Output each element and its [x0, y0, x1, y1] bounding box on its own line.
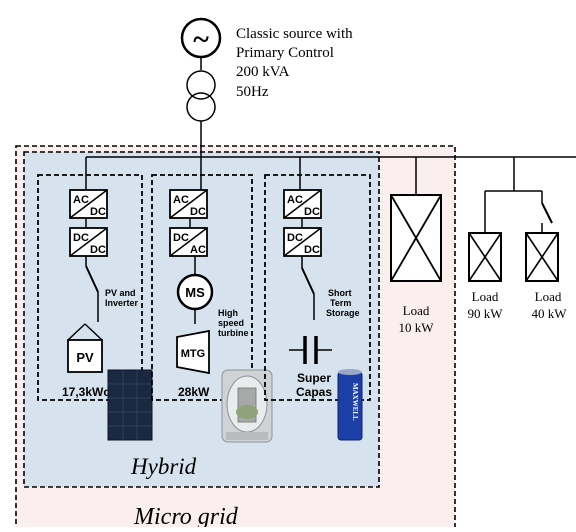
- mtg-symbol: MTG: [176, 329, 210, 375]
- turbine-branch: AC DC DC AC MS High speed turbine MTG 28…: [151, 157, 273, 443]
- microgrid-label: Micro grid: [133, 504, 239, 527]
- transformer-primary: [186, 70, 216, 100]
- turbine-branch-box: [151, 174, 253, 401]
- load-3: Load 40 kW: [525, 191, 567, 321]
- turbine-conv2-bot: AC: [190, 244, 206, 256]
- storage-desc-3: Storage: [326, 308, 360, 318]
- storage-conv1-top: AC: [287, 194, 303, 206]
- turbine-converter-1: AC DC: [169, 189, 208, 219]
- generator-tilde: ~: [193, 23, 209, 56]
- pv-desc-2: Inverter: [105, 298, 139, 308]
- pv-conv2-top: DC: [73, 232, 89, 244]
- storage-branch: AC DC DC DC Short Term Storage Super Cap…: [264, 157, 371, 441]
- source-line-3: 200 kVA: [236, 64, 290, 80]
- pv-label: PV: [76, 350, 94, 365]
- load-1-label: Load: [403, 303, 430, 318]
- capacitor-symbol: [289, 336, 332, 364]
- pv-module-symbol: PV: [67, 323, 103, 373]
- source-line-2: Primary Control: [236, 45, 334, 61]
- transformer-secondary: [186, 92, 216, 122]
- machine-label: MS: [185, 285, 205, 300]
- pv-conv1-bot: DC: [90, 206, 106, 218]
- hybrid-label: Hybrid: [130, 454, 197, 479]
- pv-converter-1: AC DC: [69, 189, 108, 219]
- load-3-switch: [541, 202, 553, 224]
- turbine-desc-3: turbine: [218, 328, 249, 338]
- storage-desc-2: Term: [330, 298, 351, 308]
- pv-rating: 17,3kWc: [62, 385, 110, 399]
- turbine-desc-2: speed: [218, 318, 244, 328]
- pv-panel-image: [107, 369, 153, 441]
- pv-branch: AC DC DC DC PV and Inverter PV 17,3kWc: [37, 157, 153, 441]
- pv-branch-box: [37, 174, 143, 401]
- storage-device-2: Capas: [296, 385, 332, 399]
- turbine-converter-2: DC AC: [169, 227, 208, 257]
- capacitor-brand: MAXWELL: [351, 383, 359, 421]
- storage-conv2-top: DC: [287, 232, 303, 244]
- turbine-conv1-top: AC: [173, 194, 189, 206]
- storage-switch: [301, 267, 315, 295]
- transformer: [186, 70, 216, 122]
- storage-device-1: Super: [297, 371, 331, 385]
- storage-conv1-bot: DC: [304, 206, 320, 218]
- storage-desc-1: Short: [328, 288, 352, 298]
- load-3-label: Load: [535, 289, 562, 304]
- load-2-label: Load: [472, 289, 499, 304]
- turbine-desc-1: High: [218, 308, 238, 318]
- load-2-power: 90 kW: [467, 306, 503, 321]
- load-1: Load 10 kW: [390, 157, 442, 335]
- synchronous-machine: MS: [176, 273, 214, 311]
- microturbine-image: [221, 369, 273, 443]
- storage-converter-1: AC DC: [283, 189, 322, 219]
- load-2: Load 90 kW: [467, 191, 503, 321]
- load-3-power: 40 kW: [531, 306, 567, 321]
- pv-switch: [85, 265, 99, 293]
- pv-converter-2: DC DC: [69, 227, 108, 257]
- pv-conv2-bot: DC: [90, 244, 106, 256]
- turbine-conv2-top: DC: [173, 232, 189, 244]
- storage-conv2-bot: DC: [304, 244, 320, 256]
- source-line-4: 50Hz: [236, 84, 269, 100]
- storage-converter-2: DC DC: [283, 227, 322, 257]
- pv-desc-1: PV and: [105, 288, 136, 298]
- storage-branch-box: [264, 174, 371, 401]
- turbine-conv1-bot: DC: [190, 206, 206, 218]
- supercapacitor-image: MAXWELL: [337, 369, 363, 441]
- pv-conv1-top: AC: [73, 194, 89, 206]
- turbine-rating: 28kW: [178, 385, 210, 399]
- generator-source: ~: [180, 17, 222, 59]
- mtg-label: MTG: [181, 348, 205, 360]
- load-1-power: 10 kW: [398, 320, 434, 335]
- source-line-1: Classic source with: [236, 26, 353, 42]
